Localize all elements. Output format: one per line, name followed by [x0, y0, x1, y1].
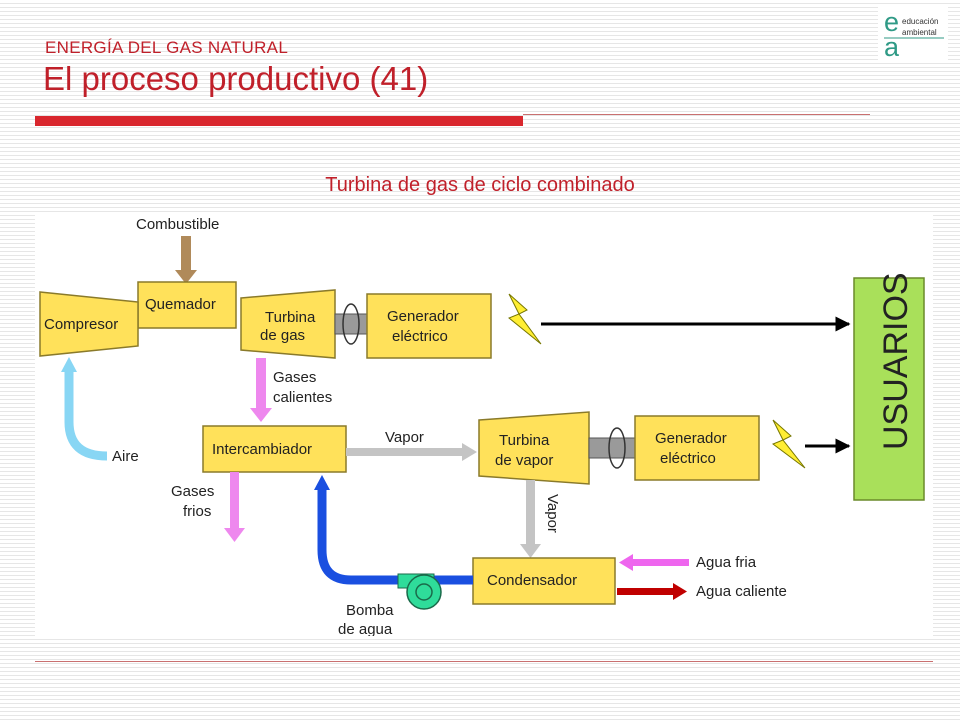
steam-down-arrow-shaft — [526, 480, 535, 544]
logo-graphic: e educación ambiental a — [884, 7, 944, 62]
cold-gas-arrow-head — [224, 528, 245, 542]
steam-arrow-head — [462, 443, 477, 461]
fuel-arrow-shaft — [181, 236, 191, 270]
slide-kicker: ENERGÍA DEL GAS NATURAL — [45, 38, 289, 57]
label-gases-calientes-2: calientes — [273, 389, 332, 406]
title-underline-thin — [523, 114, 870, 115]
intercambiador-box — [202, 425, 347, 473]
label-intercambiador: Intercambiador — [212, 441, 312, 458]
title-underline-thick — [35, 116, 523, 126]
turbina-gas-shape — [240, 289, 336, 359]
fuel-arrow-head — [175, 270, 197, 284]
cold-water-arrow-head — [619, 554, 633, 571]
air-inlet-arrow-head — [61, 357, 77, 372]
hot-gas-arrow-head — [250, 408, 272, 422]
label-generador-2a: Generador — [655, 430, 727, 447]
quemador-box — [137, 281, 237, 329]
label-turbina-vapor-1: Turbina — [499, 432, 550, 449]
label-turbina-gas-1: Turbina — [265, 309, 316, 326]
label-generador-2b: eléctrico — [660, 450, 716, 467]
label-condensador: Condensador — [487, 572, 577, 589]
compresor-shape — [39, 291, 139, 357]
label-quemador: Quemador — [145, 296, 216, 313]
label-aire: Aire — [112, 448, 139, 465]
label-usuarios: USUARIOS — [877, 272, 915, 450]
label-turbina-gas-2: de gas — [260, 327, 305, 344]
rotation-icon-2 — [608, 427, 626, 469]
logo-line1: educación — [902, 17, 938, 26]
lightning-icon-2 — [771, 419, 806, 469]
combined-cycle-diagram: Combustible Quemador Compresor Turbina d… — [35, 214, 933, 636]
label-agua-caliente: Agua caliente — [696, 583, 787, 600]
usuarios-box — [853, 277, 925, 501]
turbina-vapor-shape — [478, 411, 590, 485]
logo-letter-e: e — [884, 7, 899, 37]
steam-arrow-shaft — [346, 448, 462, 456]
shaft-1 — [334, 313, 368, 335]
label-vapor-horizontal: Vapor — [385, 429, 424, 446]
label-compresor: Compresor — [44, 316, 118, 333]
condensador-box — [472, 557, 616, 605]
label-gases-frios-1: Gases — [171, 483, 214, 500]
generador-1-box — [366, 293, 492, 359]
logo-line2: ambiental — [902, 28, 937, 37]
hot-gas-arrow-shaft — [256, 358, 266, 408]
label-combustible: Combustible — [136, 216, 219, 233]
lightning-icon-1 — [508, 293, 542, 345]
diagram-subtitle: Turbina de gas de ciclo combinado — [325, 174, 635, 196]
hot-water-arrow-shaft — [617, 588, 673, 595]
footer-rule — [35, 661, 933, 662]
rotation-icon-1 — [342, 303, 360, 345]
label-gases-frios-2: frios — [183, 503, 211, 520]
pump-icon — [406, 574, 442, 610]
logo-letter-a: a — [884, 32, 900, 60]
label-gases-calientes-1: Gases — [273, 369, 316, 386]
water-pipe-to-exchanger — [317, 490, 400, 585]
educacion-ambiental-logo: e educación ambiental a — [878, 4, 948, 62]
steam-down-arrow-head — [520, 544, 541, 558]
air-inlet-pipe — [64, 372, 108, 461]
generador-2-box — [634, 415, 760, 481]
label-generador-1a: Generador — [387, 308, 459, 325]
label-bomba-1: Bomba — [346, 602, 394, 619]
hot-water-arrow-head — [673, 583, 687, 600]
water-pipe-arrow-head — [314, 475, 330, 490]
diagram-svg: Combustible Quemador Compresor Turbina d… — [39, 216, 925, 636]
label-turbina-vapor-2: de vapor — [495, 452, 553, 469]
cold-gas-arrow-shaft — [230, 472, 239, 528]
cold-water-arrow-shaft — [633, 559, 689, 566]
label-generador-1b: eléctrico — [392, 328, 448, 345]
pump-impeller — [415, 583, 433, 601]
label-vapor-vertical: Vapor — [544, 494, 561, 533]
slide-title: El proceso productivo (41) — [43, 60, 429, 97]
label-bomba-2: de agua — [338, 621, 393, 636]
shaft-2 — [588, 437, 636, 459]
label-agua-fria: Agua fria — [696, 554, 757, 571]
